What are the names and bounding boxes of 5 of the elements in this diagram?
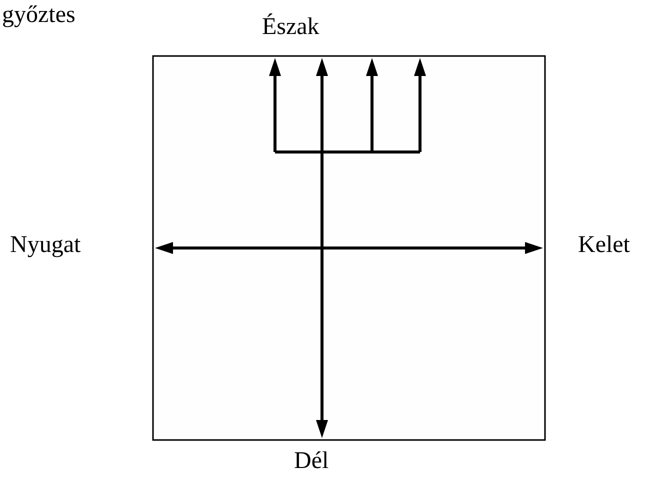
direction-label: Dél	[294, 447, 329, 476]
direction-label: győztes	[2, 1, 76, 30]
direction-label: Nyugat	[10, 231, 81, 260]
direction-label: Kelet	[578, 231, 630, 260]
direction-label: Észak	[262, 12, 320, 42]
